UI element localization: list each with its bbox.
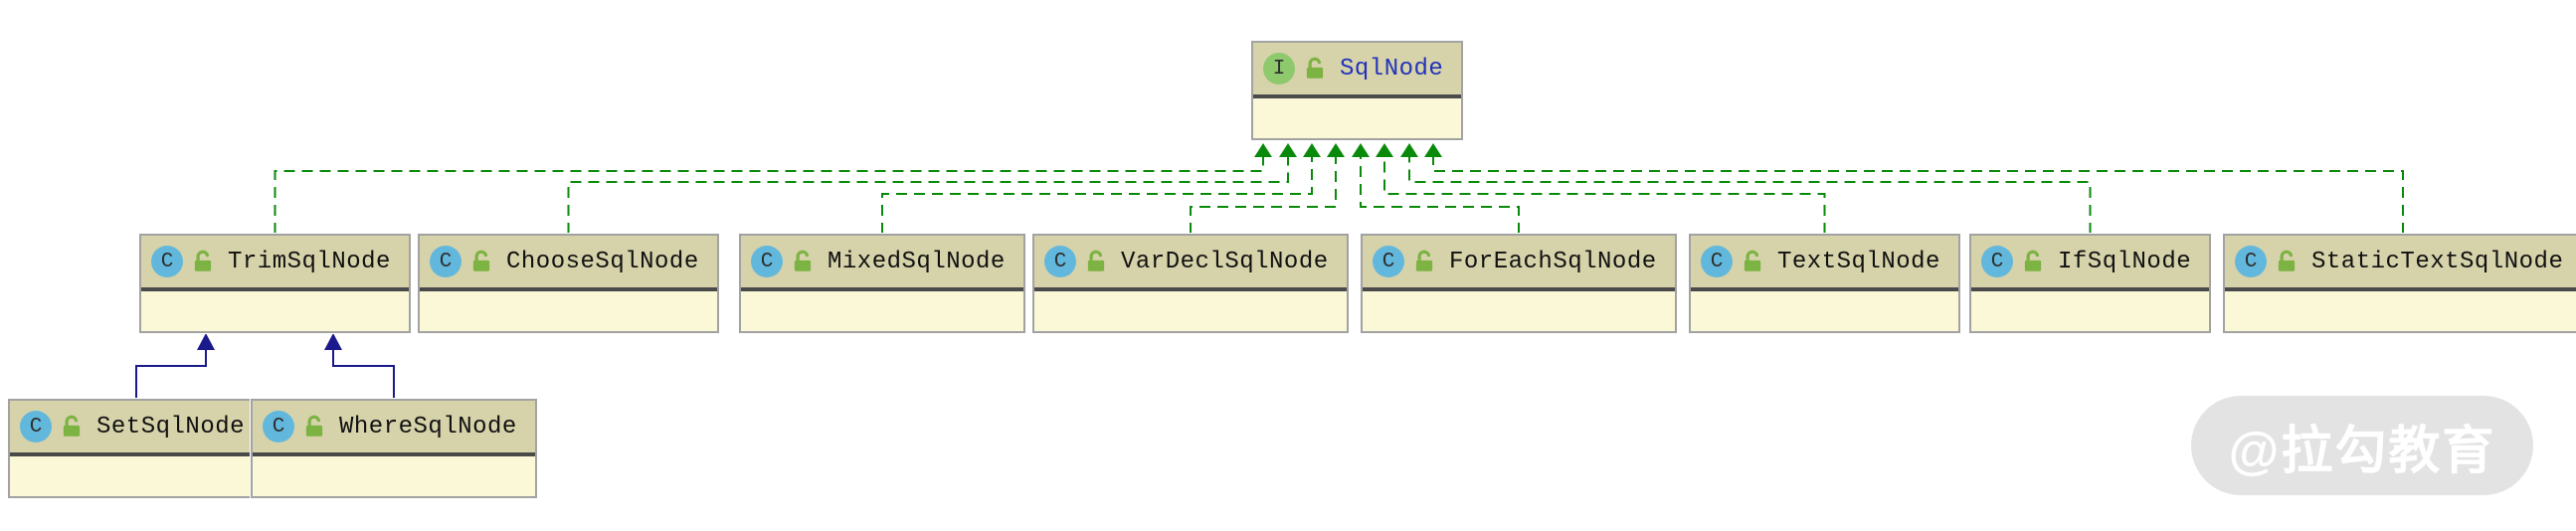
class-icon: C — [1981, 246, 2013, 277]
unlocked-public-icon — [1415, 250, 1433, 271]
fields-compartment — [1971, 291, 2210, 331]
class-name-label: MixedSqlNode — [828, 248, 1006, 275]
node-header: C WhereSqlNode — [253, 401, 535, 456]
unlocked-public-icon — [1744, 250, 1761, 271]
node-header: C ForEachSqlNode — [1363, 236, 1675, 291]
unlocked-public-icon — [1306, 57, 1324, 79]
node-header: C TrimSqlNode — [141, 236, 409, 291]
class-name-label: TrimSqlNode — [228, 248, 391, 275]
uml-node-trimsqlnode[interactable]: C TrimSqlNode — [139, 234, 411, 333]
class-icon: C — [1044, 246, 1076, 277]
unlocked-public-icon — [794, 250, 812, 271]
class-name-label: StaticTextSqlNode — [2311, 248, 2564, 275]
class-name-label: VarDeclSqlNode — [1121, 248, 1329, 275]
fields-compartment — [2225, 291, 2576, 331]
uml-node-wheresqlnode[interactable]: C WhereSqlNode — [251, 399, 537, 498]
node-header: C ChooseSqlNode — [420, 236, 717, 291]
fields-compartment — [1363, 291, 1675, 331]
uml-node-setsqlnode[interactable]: C SetSqlNode — [8, 399, 266, 498]
class-icon: C — [751, 246, 783, 277]
unlocked-public-icon — [2024, 250, 2042, 271]
class-icon: C — [151, 246, 183, 277]
class-name-label: SetSqlNode — [96, 413, 246, 441]
fields-compartment — [1691, 291, 1958, 331]
uml-node-sqlnode[interactable]: I SqlNode — [1251, 41, 1464, 140]
unlocked-public-icon — [305, 415, 323, 437]
node-header: C MixedSqlNode — [741, 236, 1023, 291]
unlocked-public-icon — [63, 415, 81, 437]
fields-compartment — [10, 456, 264, 496]
uml-node-mixedsqlnode[interactable]: C MixedSqlNode — [739, 234, 1025, 333]
node-header: C VarDeclSqlNode — [1034, 236, 1347, 291]
class-name-label: ForEachSqlNode — [1449, 248, 1657, 275]
uml-node-ifsqlnode[interactable]: C IfSqlNode — [1969, 234, 2212, 333]
class-name-label: SqlNode — [1340, 55, 1444, 83]
watermark-text: @拉勾教育 — [2228, 422, 2496, 480]
fields-compartment — [1253, 98, 1462, 138]
fields-compartment — [741, 291, 1023, 331]
class-icon: C — [430, 246, 461, 277]
uml-node-textsqlnode[interactable]: C TextSqlNode — [1689, 234, 1960, 333]
class-name-label: WhereSqlNode — [339, 413, 517, 441]
class-name-label: ChooseSqlNode — [506, 248, 699, 275]
unlocked-public-icon — [2278, 250, 2296, 271]
class-name-label: IfSqlNode — [2058, 248, 2192, 275]
uml-node-vardeclsqlnode[interactable]: C VarDeclSqlNode — [1032, 234, 1349, 333]
node-header: C IfSqlNode — [1971, 236, 2210, 291]
class-icon: C — [20, 411, 52, 442]
class-icon: C — [2235, 246, 2267, 277]
node-header: C SetSqlNode — [10, 401, 264, 456]
node-header: I SqlNode — [1253, 43, 1462, 98]
class-icon: C — [263, 411, 294, 442]
class-icon: C — [1373, 246, 1404, 277]
node-header: C TextSqlNode — [1691, 236, 1958, 291]
fields-compartment — [420, 291, 717, 331]
class-name-label: TextSqlNode — [1777, 248, 1940, 275]
interface-icon: I — [1263, 53, 1295, 85]
uml-node-foreachsqlnode[interactable]: C ForEachSqlNode — [1361, 234, 1677, 333]
uml-node-statictextsqlnode[interactable]: C StaticTextSqlNode — [2223, 234, 2576, 333]
watermark-badge: @拉勾教育 — [2191, 396, 2533, 495]
class-icon: C — [1701, 246, 1733, 277]
uml-node-choosesqlnode[interactable]: C ChooseSqlNode — [418, 234, 719, 333]
unlocked-public-icon — [1087, 250, 1105, 271]
fields-compartment — [253, 456, 535, 496]
unlocked-public-icon — [472, 250, 490, 271]
fields-compartment — [141, 291, 409, 331]
fields-compartment — [1034, 291, 1347, 331]
unlocked-public-icon — [194, 250, 212, 271]
node-header: C StaticTextSqlNode — [2225, 236, 2576, 291]
